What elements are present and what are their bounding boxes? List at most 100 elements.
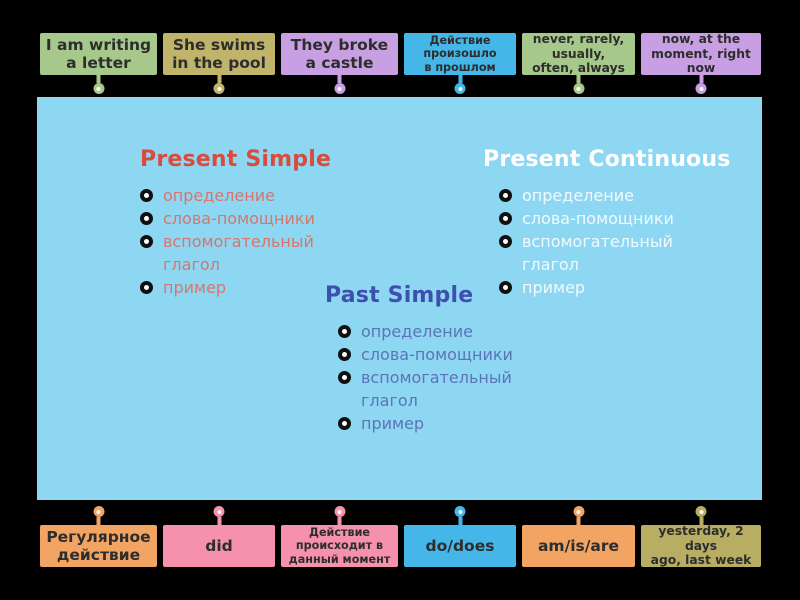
pin-stem bbox=[96, 75, 101, 83]
card-pin bbox=[454, 506, 466, 525]
card-pin bbox=[695, 75, 707, 94]
section-title-past-simple: Past Simple bbox=[325, 283, 474, 308]
list-item: пример bbox=[499, 276, 718, 299]
card-pin bbox=[695, 506, 707, 525]
card-pin bbox=[93, 75, 104, 94]
diagram-panel: Present Simple определение слова-помощни… bbox=[37, 97, 762, 500]
item-label: вспомогательный глагол bbox=[522, 232, 673, 274]
section-present-simple: Present Simple определение слова-помощни… bbox=[140, 147, 345, 299]
item-label: определение bbox=[522, 186, 634, 205]
pin-dot bbox=[454, 83, 466, 94]
attach-point-icon[interactable] bbox=[338, 325, 351, 338]
pin-dot bbox=[695, 506, 707, 517]
card-pin bbox=[213, 506, 225, 525]
label-card-i-am-writing-a-letter[interactable]: I am writing a letter bbox=[40, 33, 157, 94]
pin-stem bbox=[458, 517, 462, 525]
attach-point-icon[interactable] bbox=[338, 371, 351, 384]
list-item: слова-помощники bbox=[338, 343, 535, 366]
pin-stem bbox=[699, 517, 703, 525]
card-label: They broke a castle bbox=[290, 35, 389, 72]
label-card-they-broke-a-castle[interactable]: They broke a castle bbox=[281, 33, 398, 94]
pin-dot bbox=[695, 83, 707, 94]
attach-point-icon[interactable] bbox=[338, 348, 351, 361]
attach-point-icon[interactable] bbox=[338, 417, 351, 430]
pin-stem bbox=[699, 75, 703, 83]
pin-dot bbox=[93, 506, 104, 517]
list-item: пример bbox=[140, 276, 345, 299]
attach-point-icon[interactable] bbox=[140, 212, 153, 225]
item-label: вспомогательный глагол bbox=[163, 232, 314, 274]
label-card-never-rarely-usually-often-always[interactable]: never, rarely, usually, often, always bbox=[522, 32, 635, 94]
card-pin bbox=[573, 506, 584, 525]
attach-point-icon[interactable] bbox=[140, 235, 153, 248]
label-card-am-is-are[interactable]: am/is/are bbox=[522, 506, 635, 567]
card-pin bbox=[334, 75, 345, 94]
label-card-now-at-the-moment-right-now[interactable]: now, at the moment, right now bbox=[641, 32, 761, 94]
card-label: did bbox=[205, 536, 233, 555]
list-item: пример bbox=[338, 412, 535, 435]
pin-dot bbox=[213, 506, 225, 517]
pin-stem bbox=[576, 517, 581, 525]
item-label: пример bbox=[163, 278, 227, 297]
attach-point-icon[interactable] bbox=[140, 189, 153, 202]
section-title-present-continuous: Present Continuous bbox=[483, 147, 731, 172]
list-item: определение bbox=[499, 184, 718, 207]
label-card-yesterday-2-days-ago-last-week[interactable]: yesterday, 2 days ago, last week bbox=[641, 506, 761, 568]
card-label: never, rarely, usually, often, always bbox=[532, 32, 625, 76]
card-pin bbox=[454, 75, 466, 94]
label-card-did[interactable]: did bbox=[163, 506, 275, 567]
card-pin bbox=[213, 75, 225, 94]
pin-dot bbox=[334, 83, 345, 94]
pin-stem bbox=[576, 75, 581, 83]
pin-dot bbox=[93, 83, 104, 94]
term-list: определение слова-помощники вспомогатель… bbox=[140, 184, 345, 299]
label-card-regulyarnoe-deystvie[interactable]: Регулярное действие bbox=[40, 506, 157, 567]
pin-stem bbox=[217, 75, 221, 83]
pin-stem bbox=[337, 75, 342, 83]
pin-dot bbox=[573, 83, 584, 94]
list-item: определение bbox=[338, 320, 535, 343]
item-label: определение bbox=[361, 322, 473, 341]
attach-point-icon[interactable] bbox=[499, 281, 512, 294]
card-pin bbox=[573, 75, 584, 94]
item-label: слова-помощники bbox=[522, 209, 674, 228]
item-label: слова-помощники bbox=[163, 209, 315, 228]
section-present-continuous: Present Continuous определение слова-пом… bbox=[483, 147, 731, 299]
card-label: Регулярное действие bbox=[46, 527, 151, 564]
top-card-row: I am writing a letter She swims in the p… bbox=[40, 32, 761, 94]
list-item: вспомогательный глагол bbox=[499, 230, 718, 276]
pin-stem bbox=[337, 517, 342, 525]
bottom-card-row: Регулярное действие did Действие происхо… bbox=[40, 506, 761, 568]
item-label: пример bbox=[361, 414, 425, 433]
label-card-deystvie-proishodit-v-danny-moment[interactable]: Действие происходит в данный момент bbox=[281, 506, 398, 567]
item-label: пример bbox=[522, 278, 586, 297]
card-label: Действие происходит в данный момент bbox=[288, 526, 391, 566]
pin-dot bbox=[454, 506, 466, 517]
term-list: определение слова-помощники вспомогатель… bbox=[499, 184, 718, 299]
label-card-deystvie-proizoshlo-v-proshlom[interactable]: Действие произошло в прошлом bbox=[404, 33, 516, 94]
list-item: определение bbox=[140, 184, 345, 207]
pin-dot bbox=[334, 506, 345, 517]
card-label: now, at the moment, right now bbox=[651, 32, 751, 76]
card-label: Действие произошло в прошлом bbox=[423, 34, 497, 74]
item-label: слова-помощники bbox=[361, 345, 513, 364]
section-past-simple: Past Simple определение слова-помощники … bbox=[325, 283, 535, 435]
list-item: слова-помощники bbox=[499, 207, 718, 230]
attach-point-icon[interactable] bbox=[499, 212, 512, 225]
attach-point-icon[interactable] bbox=[140, 281, 153, 294]
section-title-present-simple: Present Simple bbox=[140, 147, 332, 172]
label-card-do-does[interactable]: do/does bbox=[404, 506, 516, 567]
attach-point-icon[interactable] bbox=[499, 235, 512, 248]
card-label: yesterday, 2 days ago, last week bbox=[650, 524, 752, 568]
pin-stem bbox=[458, 75, 462, 83]
pin-dot bbox=[213, 83, 225, 94]
list-item: вспомогательный глагол bbox=[338, 366, 535, 412]
list-item: слова-помощники bbox=[140, 207, 345, 230]
attach-point-icon[interactable] bbox=[499, 189, 512, 202]
card-pin bbox=[334, 506, 345, 525]
card-pin bbox=[93, 506, 104, 525]
label-card-she-swims-in-the-pool[interactable]: She swims in the pool bbox=[163, 33, 275, 94]
pin-stem bbox=[217, 517, 221, 525]
item-label: вспомогательный глагол bbox=[361, 368, 512, 410]
